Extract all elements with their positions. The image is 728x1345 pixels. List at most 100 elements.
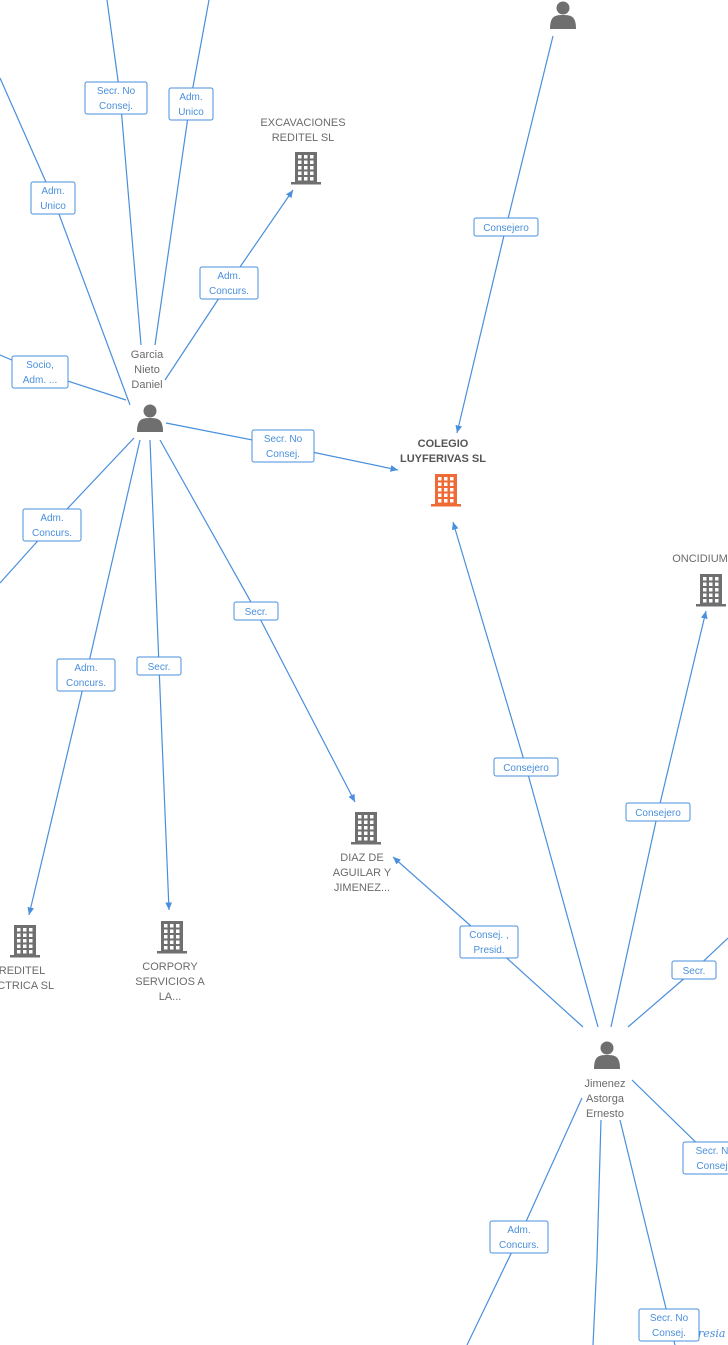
building-icon <box>431 474 461 507</box>
relation-label-text: Secr. <box>148 662 171 673</box>
relation-label-text: Consejero <box>503 763 549 774</box>
brand-watermark: resia <box>698 1327 726 1340</box>
node-label-line: COLEGIO <box>418 438 469 450</box>
relation-label-text: Concurs. <box>32 528 72 539</box>
relation-label-box <box>233 601 279 621</box>
relation-label-box <box>22 508 82 542</box>
relation-label-text: Consej. <box>99 101 133 112</box>
relation-label-text: Consej. , <box>469 930 508 941</box>
relation-label-text: Adm. <box>179 92 202 103</box>
node-label-line: Jimenez <box>585 1078 626 1090</box>
node-label-line: LUYFERIVAS SL <box>400 453 486 465</box>
node-label-line: REDITEL SL <box>272 132 335 144</box>
relation-label-box <box>56 658 116 692</box>
relation-label-e12[interactable]: Consejero <box>493 757 559 777</box>
relation-label-e5[interactable]: Socio,Adm. ... <box>11 355 69 389</box>
company-node-oncidium[interactable]: ONCIDIUM <box>672 553 728 607</box>
relation-label-box <box>84 81 148 115</box>
relation-edge-e1 <box>106 0 142 346</box>
relation-label-text: Consej. <box>652 1328 686 1339</box>
node-label-line: SERVICIOS A <box>135 976 205 988</box>
node-label-line: Ernesto <box>586 1108 624 1120</box>
relation-label-text: Adm. <box>217 271 240 282</box>
relation-label-box <box>473 217 539 237</box>
company-node-excavaciones[interactable]: EXCAVACIONES REDITEL SL <box>260 117 346 185</box>
relation-label-text: Concurs. <box>499 1240 539 1251</box>
relation-label-e7[interactable]: Adm. Concurs. <box>22 508 82 542</box>
relation-label-text: Unico <box>178 107 204 118</box>
relation-label-text: Secr. No <box>650 1313 689 1324</box>
relation-label-text: Adm. <box>507 1225 530 1236</box>
relation-label-e13[interactable]: Consejero <box>625 802 691 822</box>
company-node-colegio[interactable]: COLEGIO LUYFERIVAS SL <box>400 438 486 507</box>
relation-label-text: Adm. <box>40 513 63 524</box>
relation-label-box <box>682 1141 728 1175</box>
relation-label-e1[interactable]: Secr. No Consej. <box>84 81 148 115</box>
relation-label-box <box>493 757 559 777</box>
relation-label-box <box>199 266 259 300</box>
relation-label-e3[interactable]: Adm. Unico <box>30 181 76 215</box>
node-label-line: AGUILAR Y <box>333 867 392 879</box>
relation-label-text: Secr. <box>683 966 706 977</box>
relation-label-text: Consej <box>696 1161 727 1172</box>
node-label-line: REDITEL <box>0 965 45 977</box>
relation-label-text: Secr. No <box>264 434 303 445</box>
person-node-top-person[interactable] <box>550 1 576 30</box>
relation-label-text: Secr. N <box>696 1146 728 1157</box>
relation-edge-e19 <box>592 1119 602 1345</box>
relation-label-e2[interactable]: Adm. Unico <box>168 87 214 121</box>
relation-label-e6[interactable]: Secr. No Consej. <box>251 429 315 463</box>
relation-label-e16[interactable]: Secr. N Consej <box>682 1141 728 1175</box>
relation-label-e4[interactable]: Adm. Concurs. <box>199 266 259 300</box>
relation-label-box <box>251 429 315 463</box>
node-label-line: JIMENEZ... <box>334 882 390 894</box>
relation-label-e18[interactable]: Secr. No Consej. <box>638 1308 700 1342</box>
person-icon <box>550 1 576 29</box>
node-label-line: Nieto <box>134 364 160 376</box>
relation-label-e10[interactable]: Secr. <box>233 601 279 621</box>
building-icon <box>696 574 726 607</box>
relation-label-e14[interactable]: Consej. , Presid. <box>459 925 519 959</box>
person-icon <box>137 404 163 432</box>
building-icon <box>157 921 187 954</box>
relation-label-text: Secr. No <box>97 86 136 97</box>
node-label-line: LA... <box>159 991 182 1003</box>
company-node-corpory[interactable]: CORPORY SERVICIOS A LA... <box>135 921 205 1003</box>
relation-label-text: Adm. <box>41 186 64 197</box>
relation-label-e15[interactable]: Secr. <box>671 960 717 980</box>
relation-label-box <box>168 87 214 121</box>
relation-label-box <box>11 355 69 389</box>
node-label-line: Daniel <box>131 379 162 391</box>
relation-label-e11[interactable]: Consejero <box>473 217 539 237</box>
relation-label-e9[interactable]: Secr. <box>136 656 182 676</box>
relation-label-e8[interactable]: Adm.Concurs. <box>56 658 116 692</box>
relation-label-box <box>30 181 76 215</box>
relation-label-box <box>489 1220 549 1254</box>
relation-label-text: Concurs. <box>209 286 249 297</box>
relation-label-text: Socio, <box>26 360 54 371</box>
relation-label-e17[interactable]: Adm. Concurs. <box>489 1220 549 1254</box>
relation-label-text: Concurs. <box>66 678 106 689</box>
node-label-line: CORPORY <box>142 961 198 973</box>
relation-edge-e10 <box>159 439 356 803</box>
relation-label-box <box>136 656 182 676</box>
node-label-line: ECTRICA SL <box>0 980 54 992</box>
relation-edge-e15 <box>627 937 728 1028</box>
node-label-line: EXCAVACIONES <box>260 117 345 129</box>
relation-label-text: Consej. <box>266 449 300 460</box>
relation-label-text: Presid. <box>473 945 504 956</box>
relation-label-box <box>638 1308 700 1342</box>
relation-label-text: Secr. <box>245 607 268 618</box>
node-label-line: Astorga <box>586 1093 625 1105</box>
relation-label-text: Unico <box>40 201 66 212</box>
company-node-reditel[interactable]: REDITEL ECTRICA SL <box>0 925 54 992</box>
node-label-line: Garcia <box>131 349 164 361</box>
relation-label-box <box>459 925 519 959</box>
person-icon <box>594 1041 620 1069</box>
relation-label-text: Consejero <box>635 808 681 819</box>
building-icon <box>351 812 381 845</box>
